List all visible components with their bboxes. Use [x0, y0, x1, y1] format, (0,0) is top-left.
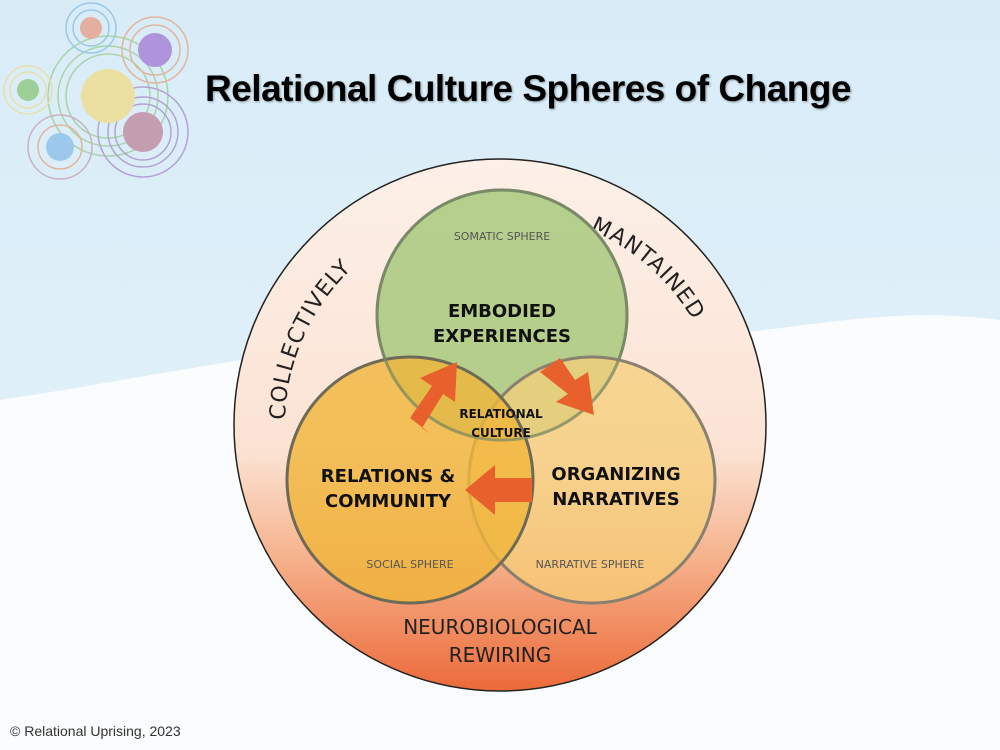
relational-culture-diagram: COLLECTIVELY MANTAINED EMBODIED EXPERIEN…: [233, 158, 767, 692]
center-label-2: CULTURE: [471, 426, 531, 440]
arrow-narrative-to-social: [465, 465, 532, 515]
arrow-social-to-somatic: [410, 362, 457, 434]
center-label-1: RELATIONAL: [459, 407, 543, 421]
somatic-title-2: EXPERIENCES: [433, 326, 571, 347]
page-title: Relational Culture Spheres of Change: [205, 68, 852, 109]
social-title-1: RELATIONS &: [321, 466, 455, 487]
somatic-sphere-label: SOMATIC SPHERE: [454, 230, 550, 243]
narrative-title-1: ORGANIZING: [551, 464, 680, 485]
sphere-social: [285, 355, 535, 605]
social-sphere-label: SOCIAL SPHERE: [366, 558, 453, 571]
copyright: © Relational Uprising, 2023: [10, 723, 181, 739]
rewiring-label: REWIRING: [449, 643, 551, 667]
neurobiological-label: NEUROBIOLOGICAL: [403, 615, 597, 639]
somatic-title-1: EMBODIED: [448, 301, 556, 322]
logo-circles: [3, 2, 189, 180]
social-title-2: COMMUNITY: [325, 491, 452, 512]
arrows: [410, 358, 594, 515]
narrative-title-2: NARRATIVES: [552, 489, 679, 510]
arrow-somatic-to-narrative: [540, 358, 594, 415]
narrative-sphere-label: NARRATIVE SPHERE: [536, 558, 645, 571]
